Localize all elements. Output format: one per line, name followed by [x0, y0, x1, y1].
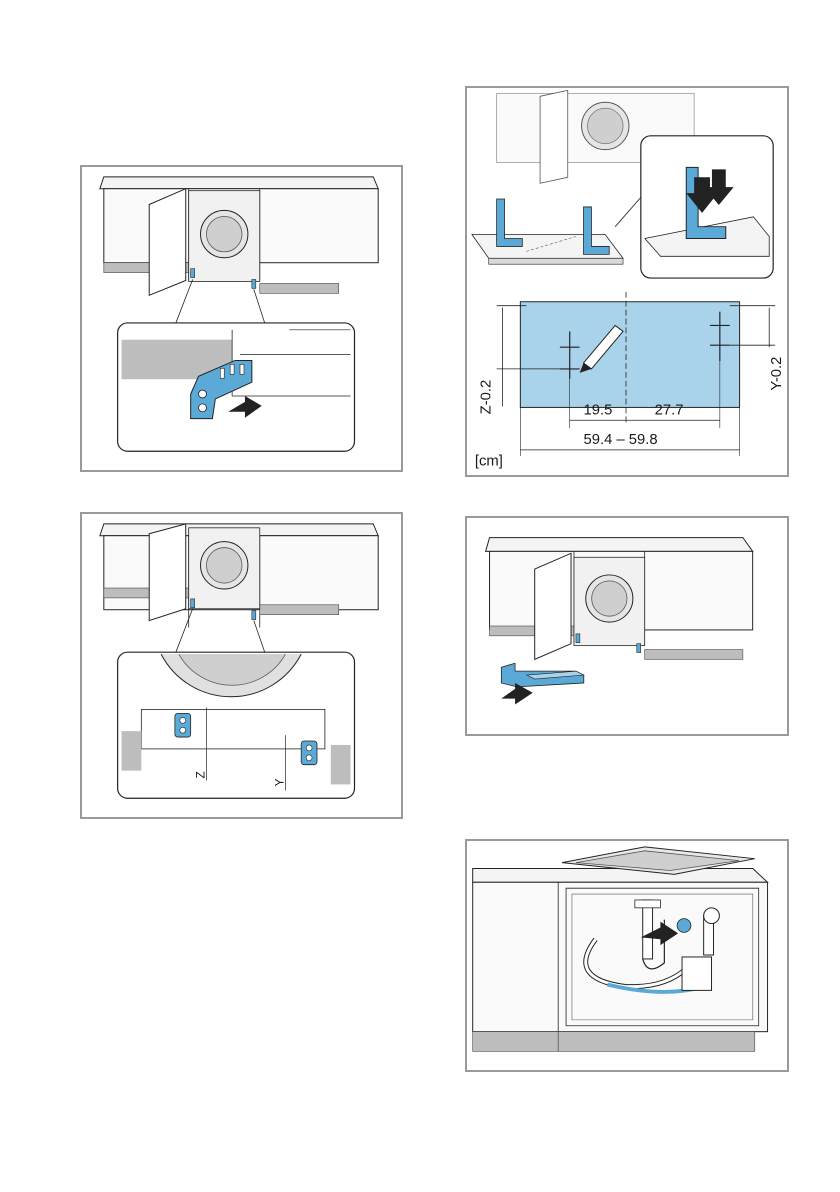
- figure-bracket-height-offsets: Z Y: [80, 512, 403, 819]
- label-y: Y: [272, 778, 286, 786]
- figure-mounting-template-dimensions: Z-0.2 Y-0.2 19.5 27.7 59.4 – 59.8 [cm]: [465, 86, 789, 477]
- template-dimensions-illustration: Z-0.2 Y-0.2 19.5 27.7 59.4 – 59.8 [cm]: [467, 88, 787, 475]
- dim-total-width: 59.4 – 59.8: [584, 432, 658, 448]
- label-z: Z: [193, 771, 207, 778]
- drain-hose-illustration: [467, 841, 787, 1070]
- cabinet-bracket-illustration: [82, 167, 401, 470]
- dim-right-offset: 27.7: [655, 402, 684, 418]
- figure-cabinet-bracket-insert: [80, 165, 403, 472]
- figure-plinth-insertion: [465, 516, 789, 736]
- dim-left-height: Z-0.2: [479, 380, 495, 415]
- unit-label: [cm]: [475, 454, 503, 470]
- figure-drain-hose-connection: [465, 839, 789, 1072]
- dim-right-height: Y-0.2: [769, 357, 785, 391]
- bracket-offsets-illustration: Z Y: [82, 514, 401, 817]
- dim-left-offset: 19.5: [584, 402, 613, 418]
- plinth-insertion-illustration: [467, 518, 787, 734]
